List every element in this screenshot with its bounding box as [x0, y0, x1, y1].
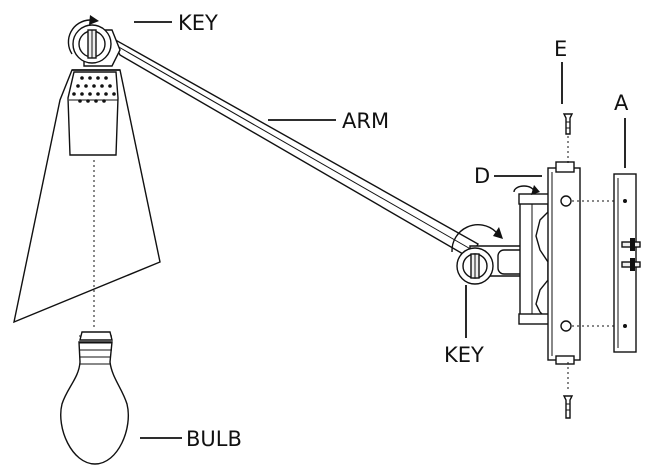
label-d: D [474, 164, 490, 188]
screw-E-bottom [562, 362, 574, 419]
label-e: E [554, 37, 567, 61]
screw-E-top [562, 113, 574, 164]
label-key-top: KEY [178, 11, 218, 35]
label-key-bottom: KEY [444, 343, 484, 367]
rotate-clockwise-arrow-icon [67, 19, 91, 55]
bulb-socket [67, 71, 119, 156]
wall-plate-A [613, 173, 641, 353]
rotate-arrow-icon [451, 224, 497, 253]
lamp-shade [13, 69, 161, 324]
label-a: A [614, 91, 629, 115]
light-bulb [60, 331, 129, 465]
mounting-bracket-D [513, 161, 581, 365]
label-arm: ARM [342, 109, 389, 133]
top-key-joint [67, 15, 121, 67]
arm [110, 36, 479, 259]
bottom-key-joint [451, 224, 527, 285]
rotate-counterclockwise-arrow-icon [513, 185, 535, 193]
label-bulb: BULB [186, 427, 242, 451]
